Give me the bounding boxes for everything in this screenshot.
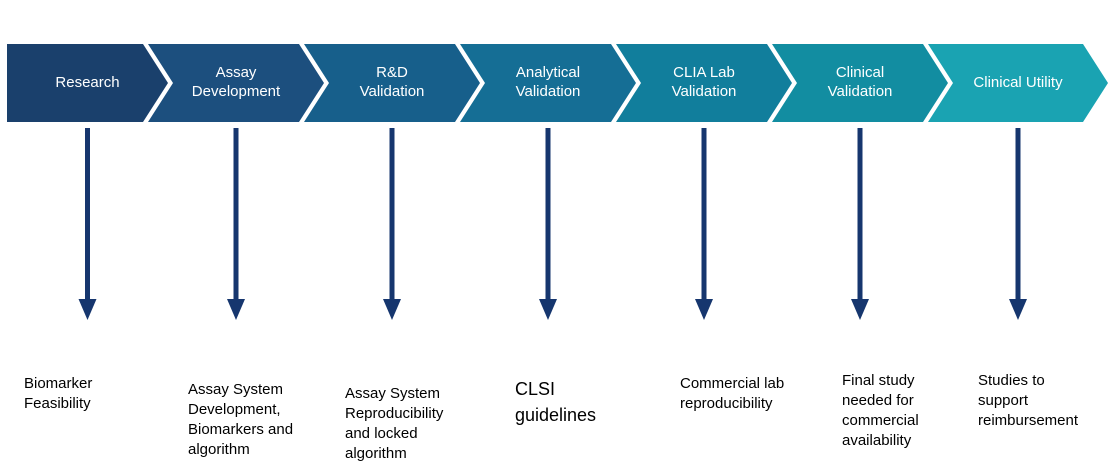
down-arrow-head-assay-development [227,299,245,320]
stage-description-clinical-validation: Final study needed for commercial availa… [842,372,919,449]
down-arrow-shaft-r-d-validation [389,128,395,299]
down-arrow-shaft-research [85,128,90,299]
down-arrow-head-research [78,299,97,320]
stage-description-analytical-validation: CLSI guidelines [515,379,597,426]
chevron-clia-lab-validation [616,44,792,122]
down-arrow-head-r-d-validation [383,299,401,320]
chevron-label-clia-lab-validation: CLIA Lab Validation [671,64,737,100]
down-arrow-head-clinical-utility [1009,299,1027,320]
chevron-label-clinical-validation: Clinical Validation [827,64,893,100]
chevron-label-clinical-utility: Clinical Utility [973,73,1063,91]
down-arrow-shaft-analytical-validation [545,128,551,299]
chevron-label-analytical-validation: Analytical Validation [515,64,581,100]
chevron-clinical-utility [928,44,1108,122]
down-arrow-head-analytical-validation [539,299,557,320]
chevron-label-r-d-validation: R&D Validation [359,64,425,100]
chevron-clinical-validation [772,44,948,122]
stage-description-clinical-utility: Studies to support reimbursement [978,372,1079,429]
down-arrow-shaft-clia-lab-validation [701,128,707,299]
chevron-label-assay-development: Assay Development [191,64,281,100]
chevron-assay-development [148,44,324,122]
stage-description-assay-development: Assay System Development, Biomarkers and… [188,381,294,458]
stage-description-r-d-validation: Assay System Reproducibility and locked … [345,385,444,462]
chevron-label-research: Research [55,73,120,91]
stage-description-research: Biomarker Feasibility [24,375,93,412]
down-arrow-shaft-clinical-validation [857,128,863,299]
down-arrow-shaft-assay-development [233,128,239,299]
stage-description-clia-lab-validation: Commercial lab reproducibility [680,375,785,412]
down-arrow-head-clinical-validation [851,299,869,320]
chevron-research [7,44,168,122]
chevron-r-d-validation [304,44,480,122]
chevron-analytical-validation [460,44,636,122]
down-arrow-shaft-clinical-utility [1015,128,1021,299]
down-arrow-head-clia-lab-validation [695,299,713,320]
